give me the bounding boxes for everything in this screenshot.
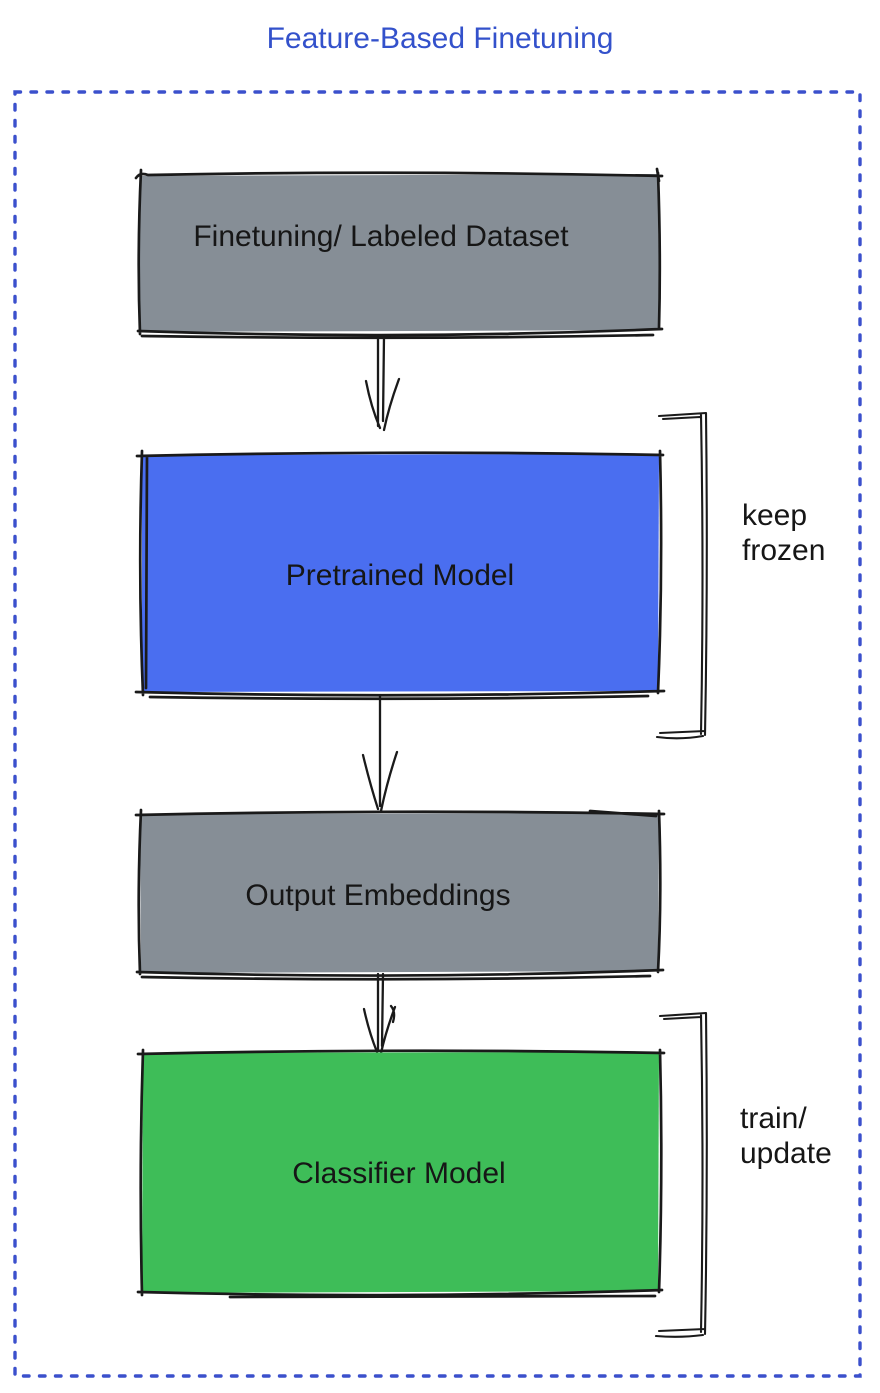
classifier-model-border xyxy=(136,1048,666,1299)
bracket-keep-frozen: keep frozen xyxy=(655,411,825,740)
train-update-label-line1: train/ xyxy=(740,1102,807,1135)
node-classifier-model: Classifier Model xyxy=(136,1048,666,1299)
output-embeddings-fill xyxy=(140,813,659,973)
finetuning-dataset-fill xyxy=(140,174,659,332)
train-update-bracket-icon xyxy=(654,1011,708,1338)
node-output-embeddings: Output Embeddings xyxy=(134,808,666,981)
bracket-train-update: train/ update xyxy=(654,1011,832,1338)
node-finetuning-dataset: Finetuning/ Labeled Dataset xyxy=(134,167,664,340)
output-embeddings-label: Output Embeddings xyxy=(245,879,510,912)
arrow-down-1 xyxy=(364,334,401,432)
finetuning-dataset-border xyxy=(134,167,664,340)
train-update-label-line2: update xyxy=(740,1137,832,1170)
node-pretrained-model: Pretrained Model xyxy=(134,449,666,701)
page-title: Feature-Based Finetuning xyxy=(266,22,614,55)
classifier-model-fill xyxy=(142,1052,659,1293)
arrow-down-2 xyxy=(361,694,399,813)
keep-frozen-bracket-icon xyxy=(655,411,708,740)
pretrained-model-border xyxy=(134,449,666,701)
pretrained-model-fill xyxy=(142,454,659,692)
keep-frozen-label-line2: frozen xyxy=(742,534,825,567)
keep-frozen-label-line1: keep xyxy=(742,499,807,532)
pretrained-model-label: Pretrained Model xyxy=(286,559,514,592)
classifier-model-label: Classifier Model xyxy=(292,1157,505,1190)
output-embeddings-border xyxy=(134,808,666,981)
dotted-frame xyxy=(13,90,862,1378)
finetuning-dataset-label: Finetuning/ Labeled Dataset xyxy=(193,220,569,253)
arrow-down-3 xyxy=(362,972,397,1055)
